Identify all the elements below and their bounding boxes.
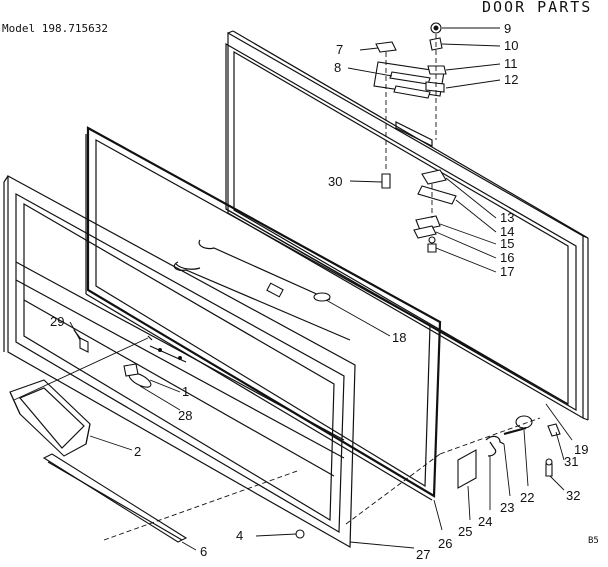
callout-24: 24 — [478, 514, 492, 529]
callout-7: 7 — [336, 42, 343, 57]
callout-11: 11 — [504, 56, 518, 71]
model-number: Model 198.715632 — [2, 22, 108, 35]
callout-18: 18 — [392, 330, 406, 345]
callout-6: 6 — [200, 544, 207, 559]
diagram-title: DOOR PARTS — [482, 0, 593, 16]
callout-labels: 1 2 4 6 7 8 9 10 11 12 13 14 15 16 17 18… — [50, 21, 588, 562]
callout-16: 16 — [500, 250, 514, 265]
leader-lines — [13, 27, 573, 551]
callout-1: 1 — [182, 384, 189, 399]
callout-8: 8 — [334, 60, 341, 75]
callout-19: 19 — [574, 442, 588, 457]
upper-hinge-parts — [373, 22, 447, 189]
callout-15: 15 — [500, 236, 514, 251]
callout-25: 25 — [458, 524, 472, 539]
trim-strip-6 — [42, 453, 188, 543]
page-code: B5 — [588, 536, 599, 546]
door-gasket — [85, 126, 442, 501]
callout-27: 27 — [416, 547, 430, 562]
callout-28: 28 — [178, 408, 192, 423]
callout-14: 14 — [500, 224, 514, 239]
door-liner — [3, 174, 356, 549]
callout-31: 31 — [564, 454, 578, 469]
callout-26: 26 — [438, 536, 452, 551]
callout-12: 12 — [504, 72, 518, 87]
callout-23: 23 — [500, 500, 514, 515]
callout-29: 29 — [50, 314, 64, 329]
callout-22: 22 — [520, 490, 534, 505]
callout-9: 9 — [504, 21, 511, 36]
callout-2: 2 — [134, 444, 141, 459]
callout-32: 32 — [566, 488, 580, 503]
callout-4: 4 — [236, 528, 243, 543]
callout-17: 17 — [500, 264, 514, 279]
outer-door-panel — [225, 30, 589, 421]
bottom-hinge-parts — [103, 415, 561, 541]
lower-hinge-parts — [413, 169, 457, 253]
callout-13: 13 — [500, 210, 514, 225]
callout-30: 30 — [328, 174, 342, 189]
handle-bracket — [123, 335, 187, 388]
callout-10: 10 — [504, 38, 518, 53]
handle-2 — [9, 379, 91, 457]
hinge-rod-18 — [173, 239, 351, 341]
